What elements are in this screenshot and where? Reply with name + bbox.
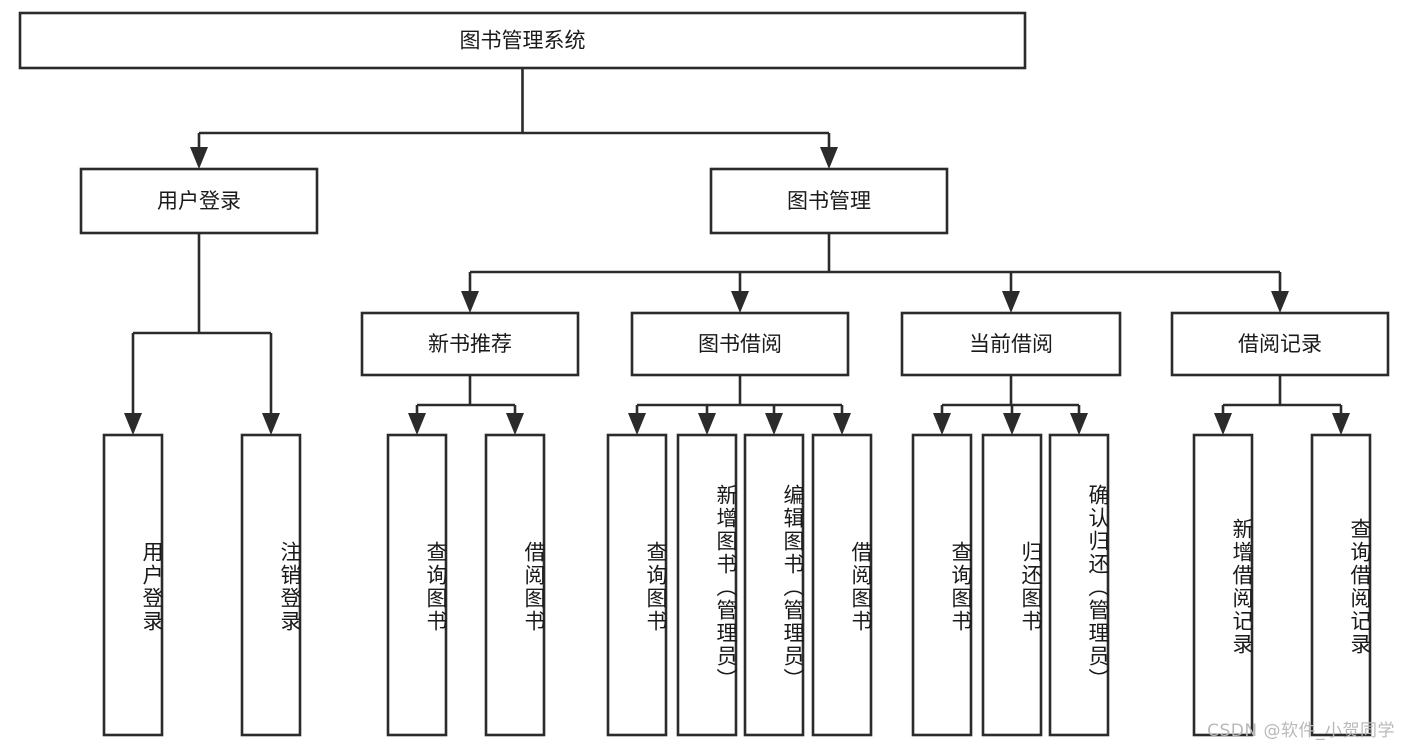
level2-node-0-label: 用户登录 (157, 189, 241, 213)
level3-node-1[interactable] (630, 311, 850, 377)
root-node-book-management-system-label: 图书管理系统 (460, 29, 586, 53)
level3-node-2[interactable] (900, 311, 1122, 377)
leaf-arrow-1-0-head (628, 413, 646, 435)
leaf-arrow-3-1-head (1332, 413, 1350, 435)
leaf-arrow-2-2-head (1070, 413, 1088, 435)
level3-node-3[interactable] (1170, 311, 1390, 377)
leaf-arrow-1-1-head (698, 413, 716, 435)
level3-arrow-0-head (461, 291, 479, 313)
leaf-arrow-0-0-head (408, 413, 426, 435)
leaf-node-7[interactable] (811, 433, 873, 737)
level3-node-3-label: 借阅记录 (1238, 332, 1322, 356)
leaf-node-10[interactable] (1048, 433, 1110, 737)
level2-node-1[interactable] (709, 167, 949, 235)
root-to-level2-0-head (190, 147, 208, 169)
leaf-arrow-1-2-head (765, 413, 783, 435)
leaf-node-3[interactable] (484, 433, 546, 737)
root-to-level2-1-head (820, 147, 838, 169)
leaf-arrow-2-0-head (933, 413, 951, 435)
connector-layer (124, 68, 1350, 435)
watermark-text: CSDN @软件_小贺同学 (1207, 721, 1395, 741)
leaf-node-11[interactable] (1192, 433, 1254, 737)
leaf-node-2[interactable] (386, 433, 448, 737)
leaf-node-5[interactable] (676, 433, 738, 737)
leaf-node-0[interactable] (102, 433, 164, 737)
root-node-book-management-system[interactable] (18, 11, 1027, 70)
level3-node-1-label: 图书借阅 (698, 332, 782, 356)
level2-node-0[interactable] (79, 167, 319, 235)
level3-arrow-1-head (731, 291, 749, 313)
leaf-node-4[interactable] (606, 433, 668, 737)
level3-arrow-3-head (1271, 291, 1289, 313)
level2-node-1-label: 图书管理 (787, 189, 871, 213)
leaf-arrow-3-0-head (1214, 413, 1232, 435)
leaf-node-1[interactable] (240, 433, 302, 737)
level3-node-2-label: 当前借阅 (969, 332, 1053, 356)
node-box-layer (18, 11, 1390, 737)
leaf-node-8[interactable] (911, 433, 973, 737)
leaf-node-12[interactable] (1310, 433, 1372, 737)
level3-node-0-label: 新书推荐 (428, 332, 512, 356)
leaf-arrow-0-1-head (506, 413, 524, 435)
leaf-arrow-2-1-head (1003, 413, 1021, 435)
leaf-arrow-1-3-head (833, 413, 851, 435)
leaf-node-6[interactable] (743, 433, 805, 737)
level3-node-0[interactable] (360, 311, 580, 377)
user-login-leaf-arrow-1-head (262, 413, 280, 435)
user-login-leaf-arrow-0-head (124, 413, 142, 435)
leaf-node-9[interactable] (981, 433, 1043, 737)
level3-arrow-2-head (1002, 291, 1020, 313)
